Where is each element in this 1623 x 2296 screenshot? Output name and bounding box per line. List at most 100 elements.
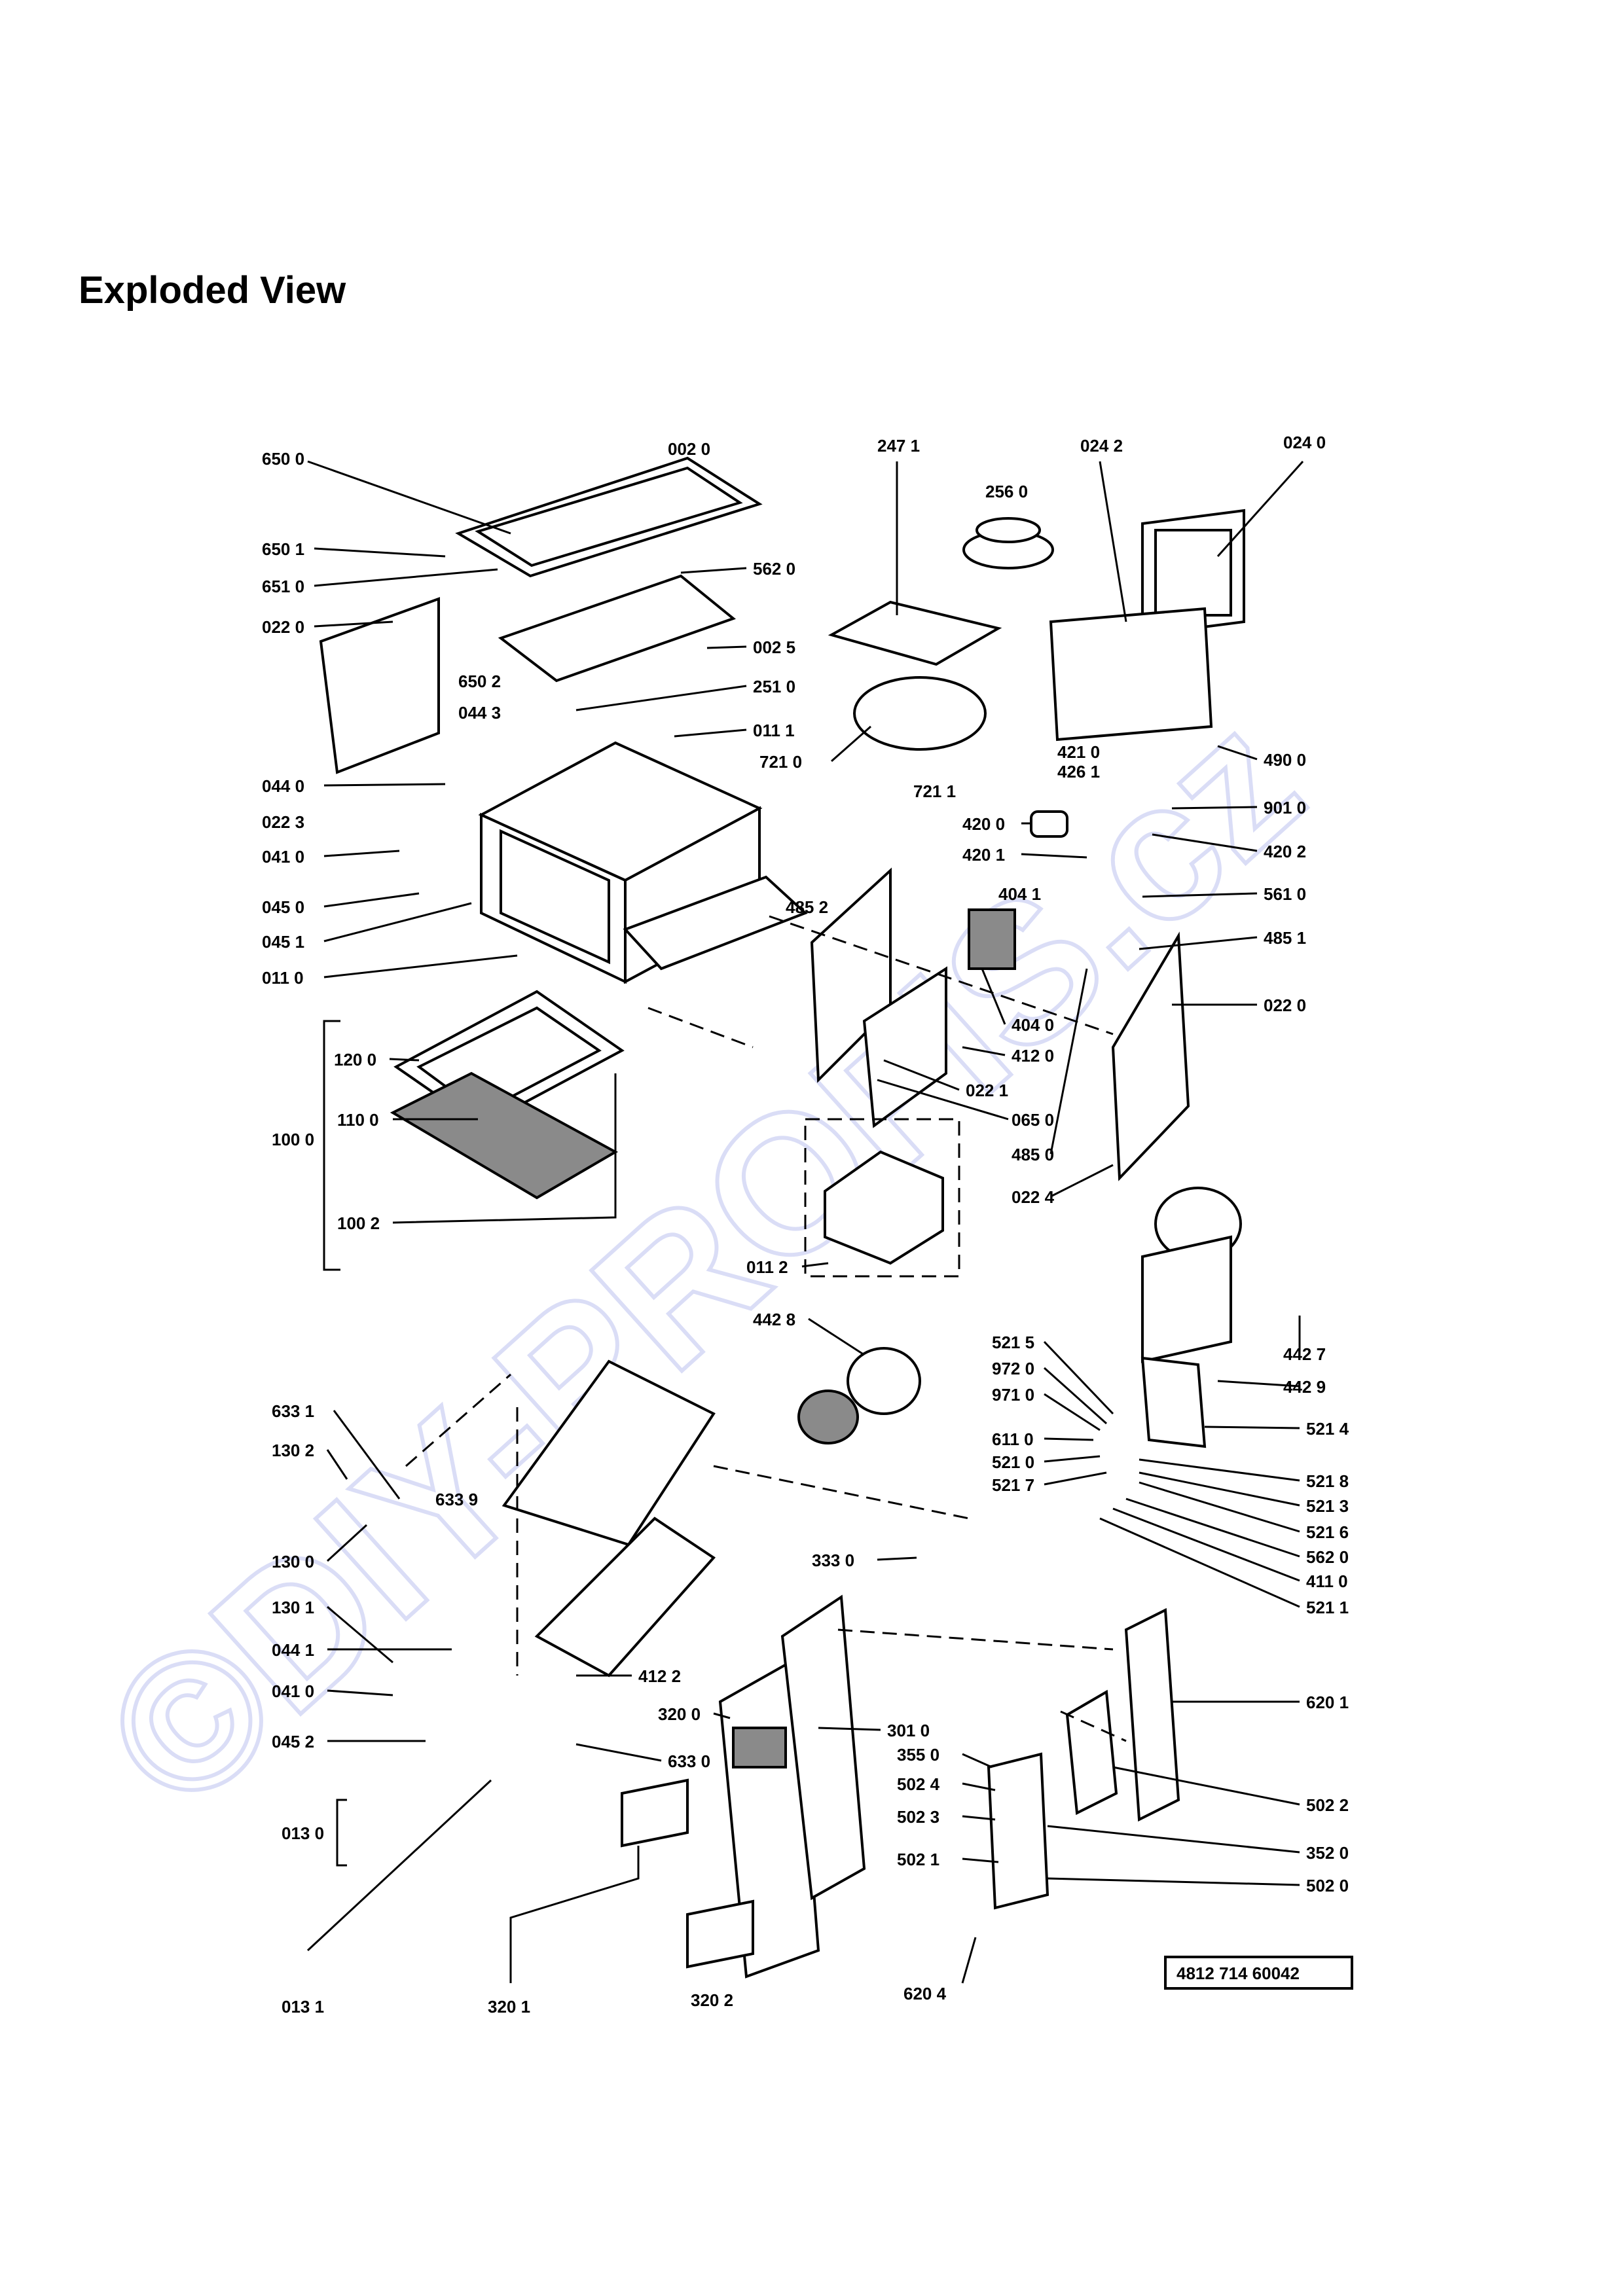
leader-5210 [1044, 1455, 1101, 1463]
label-3330: 333 0 [812, 1551, 854, 1570]
leader-3550 [962, 1753, 993, 1768]
leader-4428 [808, 1318, 865, 1356]
leader-3201 [509, 1846, 640, 1983]
label-1002: 100 2 [337, 1213, 380, 1233]
label-0451: 045 1 [262, 932, 304, 952]
leader-0131 [306, 1779, 492, 1952]
label-4850: 485 0 [1012, 1145, 1054, 1164]
leader-5213 [1139, 1471, 1300, 1507]
leader-0025 [706, 645, 747, 649]
part-packaging-outline [804, 1118, 960, 1278]
leader-1300 [326, 1524, 368, 1562]
part-cover-plate [498, 574, 737, 683]
label-1100: 110 0 [337, 1110, 379, 1130]
label-1302: 130 2 [272, 1441, 314, 1460]
part-block-3202 [686, 1899, 754, 1969]
part-fan-housing [847, 1347, 921, 1415]
label-0131: 013 1 [282, 1997, 324, 2017]
label-0452: 045 2 [272, 1732, 314, 1751]
part-packaging-block [824, 1150, 944, 1265]
label-0650: 065 0 [1012, 1110, 1054, 1130]
part-transformer [968, 908, 1016, 970]
bracket-lines [323, 1020, 347, 1867]
label-4210: 421 0 [1057, 742, 1100, 762]
label-7210: 721 0 [759, 752, 802, 772]
part-side-panel-middle-2 [862, 966, 947, 1128]
part-frame-5022 [1065, 1689, 1118, 1816]
leader-4110 [1112, 1507, 1300, 1582]
label-4120: 412 0 [1012, 1046, 1054, 1066]
bracket-1000 [323, 1020, 340, 1271]
leader-9710 [1044, 1393, 1101, 1431]
label-5020: 502 0 [1306, 1876, 1349, 1895]
leader-9720 [1043, 1367, 1108, 1425]
leader-1301 [327, 1605, 393, 1664]
leader-6500 [307, 460, 511, 535]
leader-5216 [1139, 1481, 1300, 1533]
label-6510: 651 0 [262, 577, 304, 596]
part-door-panel [390, 1071, 619, 1200]
label-3010: 301 0 [887, 1721, 930, 1740]
part-control-panel-back [780, 1594, 866, 1901]
label-0220b: 022 0 [1264, 996, 1306, 1015]
label-0441: 044 1 [272, 1640, 314, 1660]
label-0242: 024 2 [1080, 436, 1123, 456]
part-labels: 650 0 002 0 247 1 256 0 024 2 024 0 650 … [262, 433, 1349, 2017]
leader-4429 [1217, 1380, 1300, 1388]
label-4110: 411 0 [1306, 1571, 1348, 1591]
label-4201: 420 1 [962, 845, 1005, 865]
leader-6510 [314, 568, 498, 587]
label-3520: 352 0 [1306, 1843, 1349, 1863]
label-5214: 521 4 [1306, 1419, 1349, 1439]
leader-0110 [323, 954, 518, 978]
leader-5021 [962, 1857, 999, 1863]
label-6110: 611 0 [992, 1429, 1034, 1449]
part-blower-box [1141, 1235, 1232, 1363]
label-5620b: 562 0 [1306, 1547, 1349, 1567]
part-fan-blade [797, 1390, 859, 1444]
label-3550: 355 0 [897, 1745, 939, 1765]
leader-4900 [1217, 745, 1258, 761]
leader-5020 [1047, 1877, 1300, 1886]
label-5217: 521 7 [992, 1475, 1034, 1495]
label-0224: 022 4 [1012, 1187, 1055, 1207]
leader-4851 [1139, 936, 1258, 950]
leader-6330 [575, 1743, 662, 1762]
leader-4202 [1152, 833, 1258, 852]
leader-3010 [818, 1727, 881, 1731]
document-code-box [1164, 1956, 1353, 1990]
leader-0410b [327, 1689, 393, 1696]
label-0221: 022 1 [966, 1081, 1008, 1100]
leader-5023 [962, 1815, 996, 1821]
label-5211: 521 1 [1306, 1598, 1349, 1617]
part-sheet [828, 600, 1002, 666]
leader-0240 [1216, 460, 1304, 558]
leader-3330 [877, 1556, 917, 1561]
label-5620a: 562 0 [753, 559, 795, 579]
label-5024: 502 4 [897, 1774, 940, 1794]
assembly-line-5 [713, 1465, 970, 1520]
label-0410b: 041 0 [272, 1681, 314, 1701]
label-7211: 721 1 [913, 781, 956, 801]
part-outer-box-inner [1154, 529, 1232, 617]
label-2560: 256 0 [985, 482, 1028, 501]
label-5210: 521 0 [992, 1452, 1034, 1472]
leader-4850 [1049, 968, 1088, 1155]
page-title: Exploded View [79, 269, 346, 312]
part-base-plate [623, 875, 808, 971]
part-base-lower [534, 1516, 716, 1677]
leader-5214 [1204, 1426, 1300, 1429]
label-4851: 485 1 [1264, 928, 1306, 948]
leader-6501 [314, 547, 446, 558]
leader-5211 [1099, 1517, 1300, 1608]
label-4200: 420 0 [962, 814, 1005, 834]
leader-5620b [1125, 1498, 1300, 1558]
assembly-line-2 [647, 1007, 754, 1049]
leader-0450 [323, 892, 420, 908]
parts-layer [319, 456, 1245, 1979]
label-9720: 972 0 [992, 1359, 1034, 1378]
leader-0112 [801, 1262, 829, 1268]
label-1000: 100 0 [272, 1130, 314, 1149]
label-3202: 320 2 [691, 1990, 733, 2010]
leader-1200 [389, 1058, 420, 1062]
